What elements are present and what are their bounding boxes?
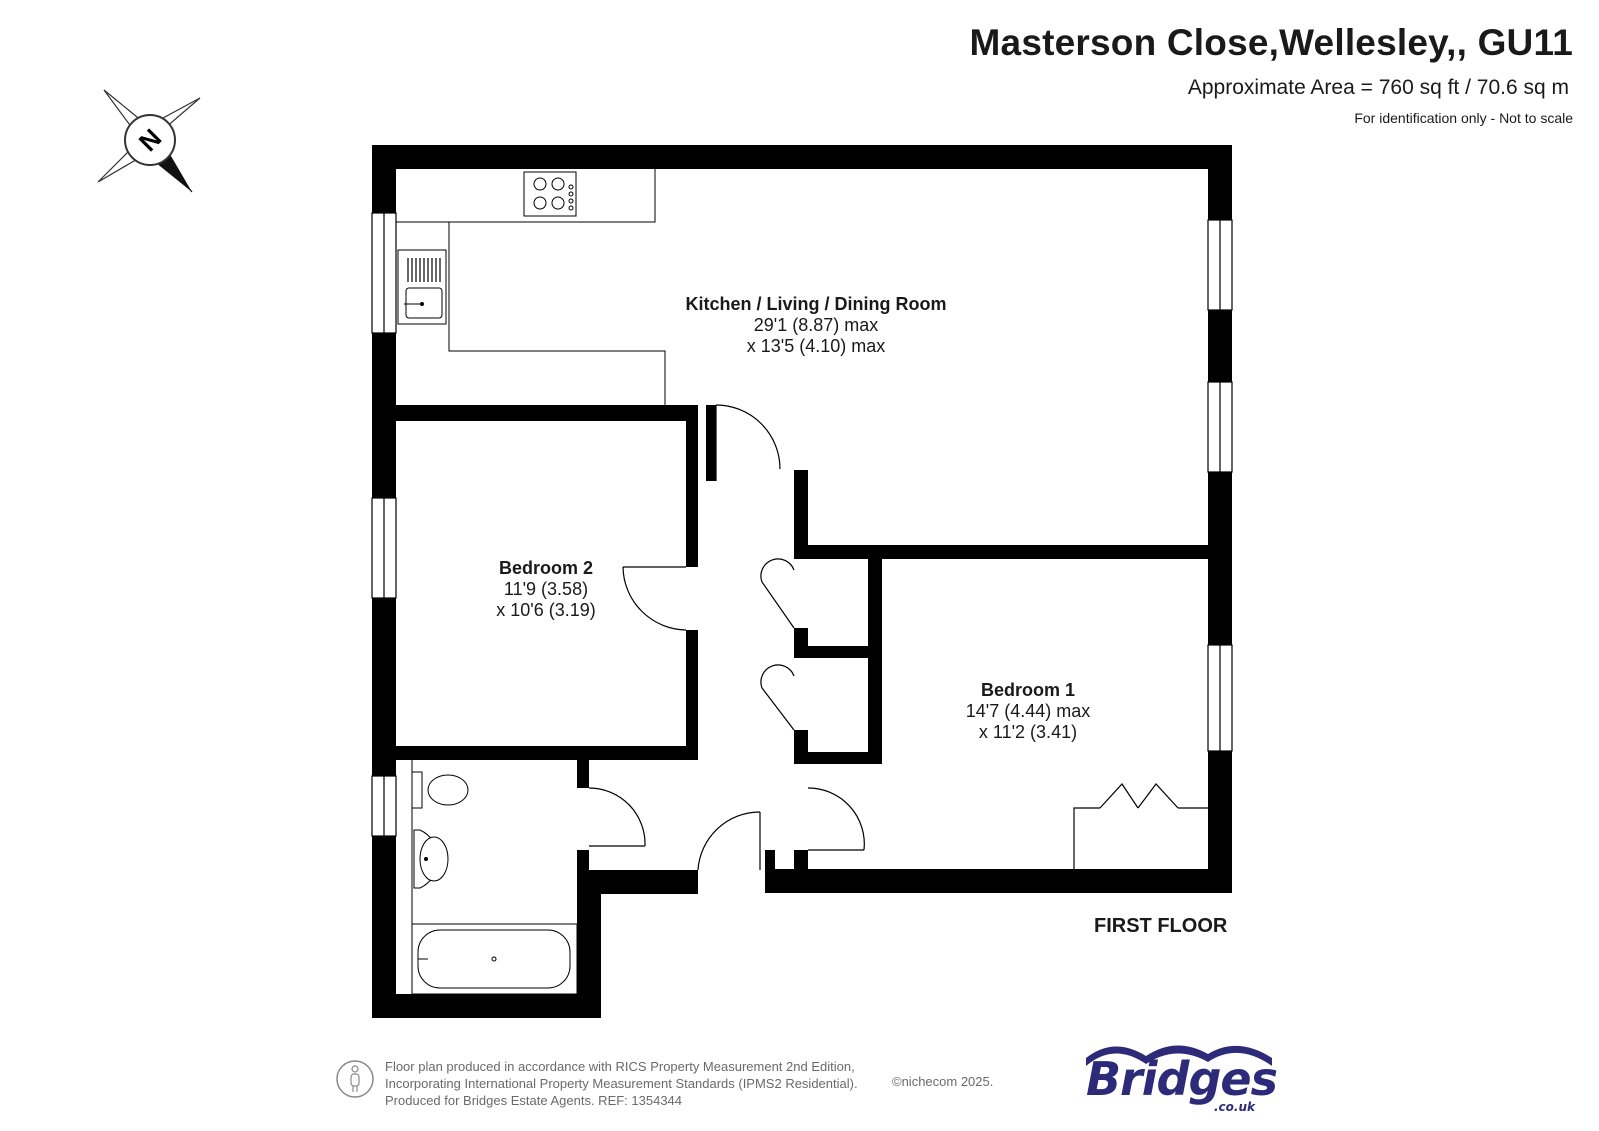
wall-bed2-bottom xyxy=(396,746,698,760)
bridges-logo-icon xyxy=(1086,1045,1272,1066)
wall-bed2-top xyxy=(396,405,698,421)
wall-door-jamb xyxy=(765,850,775,870)
logo-wordmark: Bridges xyxy=(1086,1052,1278,1106)
room-name: Bedroom 2 xyxy=(498,558,594,578)
wall-bottom-left xyxy=(372,994,601,1018)
wall-bed1-left xyxy=(868,545,882,763)
wall-hall-right-upper xyxy=(794,470,808,558)
wall-bed2-right-lower xyxy=(686,630,698,760)
wardrobe xyxy=(1073,807,1100,869)
identification-note: For identification only - Not to scale xyxy=(1354,110,1573,126)
worktop-side xyxy=(448,222,666,405)
room-name: Bedroom 1 xyxy=(980,680,1076,700)
approximate-area: Approximate Area = 760 sq ft / 70.6 sq m xyxy=(1187,76,1569,99)
wall-cupboard-mid xyxy=(794,646,874,658)
room-bedroom-2: Bedroom 2 11'9 (3.58) x 10'6 (3.19) xyxy=(466,558,626,621)
person-icon xyxy=(336,1060,374,1098)
footer-disclaimer: Floor plan produced in accordance with R… xyxy=(385,1058,858,1109)
copyright: ©nichecom 2025. xyxy=(892,1074,994,1089)
door-kitchen xyxy=(715,404,781,470)
door-cupboard-2 xyxy=(761,687,795,731)
wall-top xyxy=(372,145,1232,169)
wall-bath-right xyxy=(577,870,601,1018)
room-kitchen-living-dining: Kitchen / Living / Dining Room 29'1 (8.8… xyxy=(666,294,966,357)
worktop-top xyxy=(396,169,656,223)
doors xyxy=(588,404,1208,871)
floor-label: FIRST FLOOR xyxy=(1094,915,1228,937)
wall-bath-stub xyxy=(577,760,589,788)
room-dimension: 11'9 (3.58) xyxy=(503,579,589,599)
wall-bed2-right-upper xyxy=(686,405,698,567)
door-bathroom xyxy=(588,787,646,847)
door-bed1 xyxy=(807,787,865,851)
room-dimension: x 11'2 (3.41) xyxy=(978,722,1078,742)
door-bed2 xyxy=(622,566,687,631)
toilet-icon xyxy=(411,771,423,809)
property-title: Masterson Close,Wellesley,, GU11 xyxy=(969,22,1573,63)
wall-bath-stub-low xyxy=(577,850,589,870)
wall-kitchen-bottom xyxy=(794,545,1208,559)
logo-domain: .co.uk xyxy=(1214,1100,1255,1114)
room-dimension: x 10'6 (3.19) xyxy=(496,600,596,620)
door-entrance xyxy=(697,811,761,871)
wall-hall-left-upper xyxy=(706,405,716,481)
hob-icon xyxy=(523,171,577,217)
wall-cupboard-bottom xyxy=(794,752,882,764)
room-dimension: x 13'5 (4.10) max xyxy=(746,336,886,356)
kitchen-units xyxy=(396,169,666,405)
room-name: Kitchen / Living / Dining Room xyxy=(685,294,947,314)
footer-line: Produced for Bridges Estate Agents. REF:… xyxy=(385,1093,683,1108)
room-dimension: 29'1 (8.87) max xyxy=(753,315,879,335)
wall-hall-right-low xyxy=(794,850,808,870)
windows xyxy=(371,212,1233,837)
footer-line: Floor plan produced in accordance with R… xyxy=(385,1059,855,1074)
compass-icon: N xyxy=(97,89,201,193)
footer-line: Incorporating International Property Mea… xyxy=(385,1076,858,1091)
wall-bottom-right xyxy=(765,869,1232,893)
door-cupboard-1 xyxy=(761,581,795,629)
sink-icon xyxy=(397,249,447,325)
room-bedroom-1: Bedroom 1 14'7 (4.44) max x 11'2 (3.41) xyxy=(938,680,1118,743)
bathroom-fixtures xyxy=(411,760,578,995)
wall-hall-bottom xyxy=(577,870,698,894)
room-dimension: 14'7 (4.44) max xyxy=(965,701,1091,721)
